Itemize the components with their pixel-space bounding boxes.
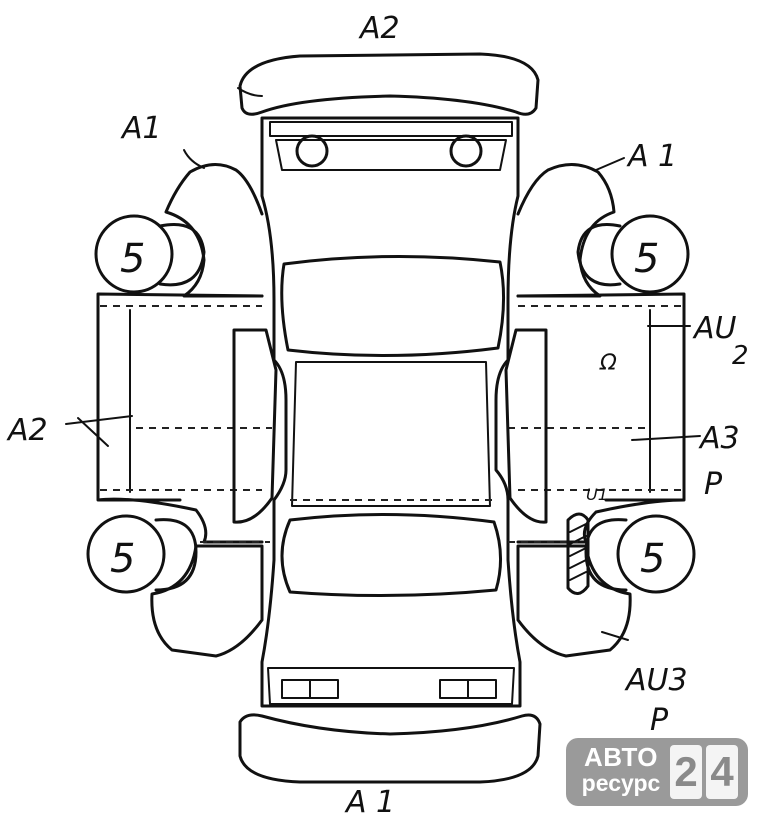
headlight-left <box>295 134 329 168</box>
side-panel-left <box>96 292 264 544</box>
damage-hatch-mark <box>566 512 590 595</box>
watermark-logo: АВТО ресурс 2 4 <box>566 738 748 806</box>
door-window-left <box>232 328 278 524</box>
leader-upper-right <box>595 157 625 171</box>
rear-panel <box>267 667 515 705</box>
wheel-label: 5 <box>640 536 665 582</box>
wheel-front-right: 5 <box>576 214 690 294</box>
label-bottom-center: A 1 <box>344 785 395 820</box>
wheel-label: 5 <box>110 536 135 582</box>
front-bumper <box>238 52 540 116</box>
front-bumper-inner <box>237 87 263 97</box>
wheel-front-left: 5 <box>94 214 206 294</box>
rear-fender-left <box>150 544 264 658</box>
front-grille <box>269 121 513 137</box>
label-right-upper-sub: 2 <box>732 341 749 371</box>
leader-upper-left <box>183 149 205 169</box>
label-top-center: A2 <box>358 11 400 46</box>
wheel-label: 5 <box>634 236 659 282</box>
leader-right-mid <box>631 435 701 441</box>
car-body-outline <box>260 116 522 708</box>
wheel-rear-left: 5 <box>86 514 198 594</box>
wheel-rear-right: 5 <box>584 514 696 594</box>
label-right-upper: AU <box>692 311 737 346</box>
front-fender-right <box>516 163 616 298</box>
front-fender-left <box>164 163 264 298</box>
label-lower-right: AU3 <box>624 663 688 698</box>
roof <box>291 361 491 507</box>
rear-fender-right <box>516 544 632 658</box>
watermark-text: АВТО ресурс <box>580 742 662 797</box>
rear-window <box>280 512 503 598</box>
front-panel <box>275 139 507 171</box>
label-door-mark: Ω <box>599 351 617 376</box>
rear-bumper <box>238 713 542 784</box>
watermark-digits: 2 4 <box>670 745 738 799</box>
door-window-right <box>504 328 548 524</box>
windshield <box>280 254 506 358</box>
watermark-digit: 4 <box>706 745 738 799</box>
watermark-line2: ресурс <box>581 770 661 797</box>
label-upper-left: A1 <box>120 111 162 146</box>
headlight-right <box>449 134 483 168</box>
watermark-line1: АВТО <box>583 742 659 772</box>
side-panel-right <box>516 292 686 544</box>
label-left-mid: A2 <box>6 413 48 448</box>
leader-lower-right <box>601 631 629 641</box>
label-right-mid: A3 <box>698 421 740 456</box>
watermark-digit: 2 <box>670 745 702 799</box>
label-upper-right: A 1 <box>626 139 677 174</box>
label-right-small: U1 <box>586 485 608 504</box>
label-right-mid-sub: P <box>704 467 723 502</box>
leader-left-mid <box>65 415 133 447</box>
wheel-label: 5 <box>120 236 145 282</box>
label-lower-right-sub: P <box>650 703 669 738</box>
